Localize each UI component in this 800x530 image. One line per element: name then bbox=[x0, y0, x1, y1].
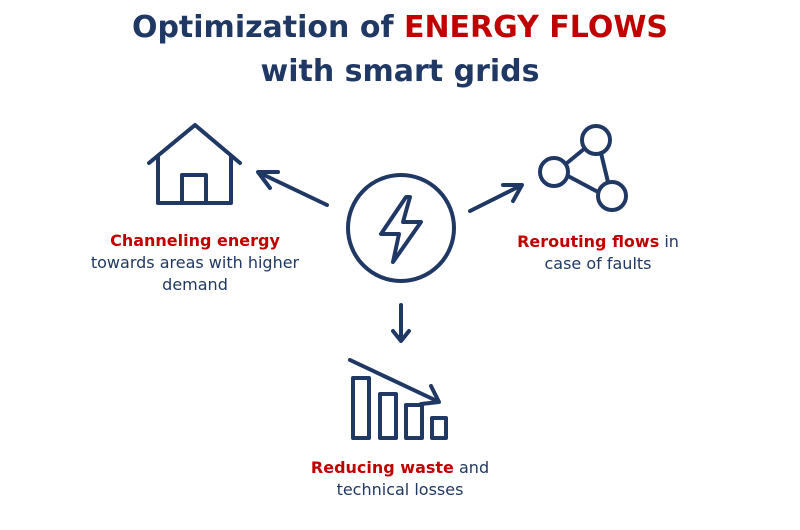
house-icon bbox=[147, 123, 242, 205]
caption-left-line2: demand bbox=[162, 275, 228, 294]
caption-right-highlight: Rerouting flows bbox=[517, 232, 660, 251]
caption-reducing-waste: Reducing waste and technical losses bbox=[290, 457, 510, 501]
caption-bottom-line2: technical losses bbox=[336, 480, 464, 499]
arrow-to-right bbox=[468, 183, 524, 213]
caption-left-highlight: Channeling energy bbox=[110, 231, 280, 250]
declining-bar-chart-icon bbox=[348, 358, 448, 440]
title-accent: ENERGY FLOWS bbox=[403, 10, 669, 45]
caption-left-line1: towards areas with higher bbox=[90, 253, 300, 272]
page-title: Optimization of ENERGY FLOWS with smart … bbox=[0, 6, 800, 94]
arrow-to-bottom bbox=[391, 303, 411, 343]
title-line2: with smart grids bbox=[260, 54, 540, 89]
caption-right-line1: in bbox=[659, 232, 679, 251]
title-prefix: Optimization of bbox=[131, 10, 404, 45]
caption-right-line2: case of faults bbox=[544, 254, 652, 273]
caption-channeling-energy: Channeling energy towards areas with hig… bbox=[70, 230, 320, 296]
caption-bottom-line1: and bbox=[453, 458, 490, 477]
caption-rerouting-flows: Rerouting flows in case of faults bbox=[498, 231, 698, 275]
lightning-bolt-icon bbox=[346, 173, 456, 283]
caption-bottom-highlight: Reducing waste bbox=[310, 458, 454, 477]
network-nodes-icon bbox=[538, 124, 628, 212]
arrow-to-left bbox=[256, 170, 329, 207]
